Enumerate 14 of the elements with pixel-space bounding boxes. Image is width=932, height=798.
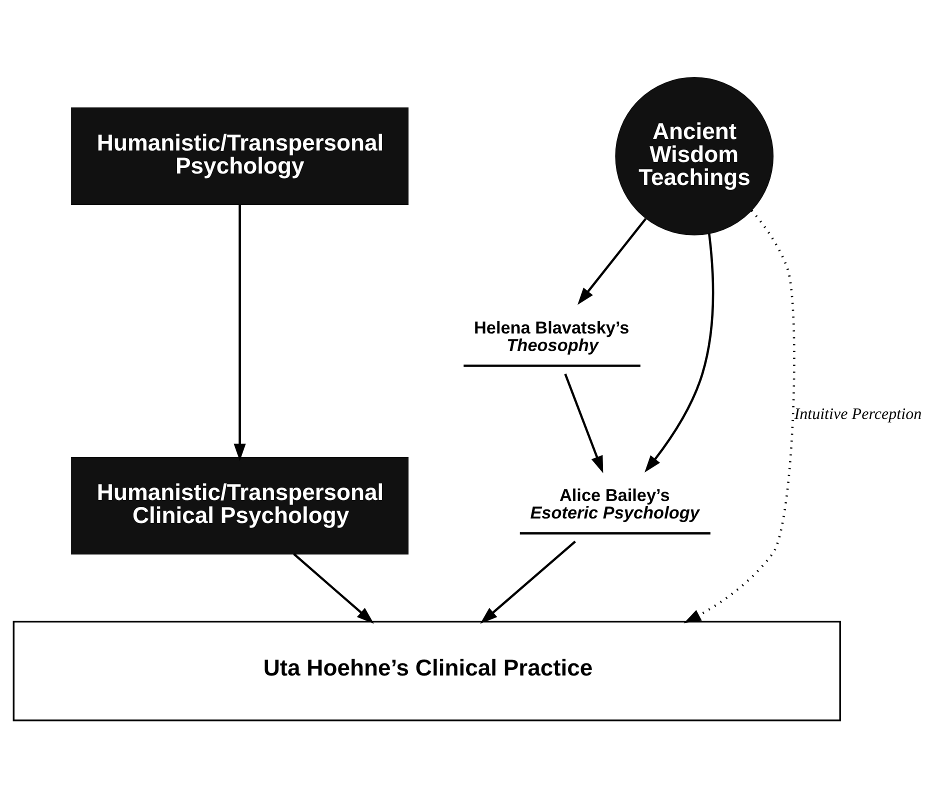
node-circle: Ancient Wisdom Teachings xyxy=(614,77,774,236)
node-text: Helena Blavatsky’s Theosophy xyxy=(473,318,629,355)
arrow xyxy=(233,204,246,461)
node-box: Humanistic/Transpersonal Psychology xyxy=(70,107,408,205)
arrow xyxy=(480,540,576,624)
arrow xyxy=(564,374,603,474)
arrow xyxy=(577,218,646,305)
arrow xyxy=(683,210,795,624)
edge-label: Intuitive Perception xyxy=(794,406,922,423)
node-box: Humanistic/Transpersonal Clinical Psychology xyxy=(70,456,408,555)
node-box: Uta Hoehne’s Clinical Practice xyxy=(12,620,840,722)
node-text: Alice Bailey’s Esoteric Psychology xyxy=(530,485,699,522)
arrow xyxy=(644,233,714,473)
arrow xyxy=(292,553,374,624)
